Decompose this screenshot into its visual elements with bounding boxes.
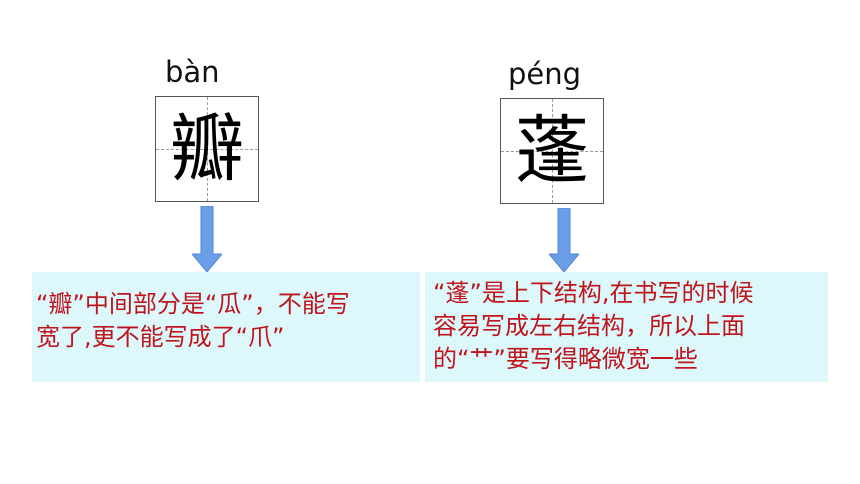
note-line: 宽了,更不能写成了“爪” xyxy=(36,323,285,351)
note-box-ban: “瓣”中间部分是“瓜”，不能写 宽了,更不能写成了“爪” xyxy=(32,272,420,382)
note-line: 的“艹”要写得略微宽一些 xyxy=(433,345,698,373)
hanzi-peng: 蓬 xyxy=(515,108,589,194)
note-line: “瓣”中间部分是“瓜”，不能写 xyxy=(36,290,350,318)
note-line: 容易写成左右结构，所以上面 xyxy=(433,312,745,340)
arrow-down-icon xyxy=(549,208,579,272)
pinyin-ban: bàn xyxy=(165,55,220,89)
grid-guide-vertical xyxy=(207,97,208,201)
pinyin-peng: péng xyxy=(508,57,582,91)
hanzi-ban: 瓣 xyxy=(170,106,244,192)
character-grid-ban: 瓣 xyxy=(155,96,259,202)
note-line: “蓬”是上下结构,在书写的时候 xyxy=(433,279,754,307)
character-grid-peng: 蓬 xyxy=(500,98,604,204)
arrow-down-icon xyxy=(192,206,222,272)
grid-guide-vertical xyxy=(552,99,553,203)
note-box-peng: “蓬”是上下结构,在书写的时候 容易写成左右结构，所以上面 的“艹”要写得略微宽… xyxy=(425,272,828,382)
